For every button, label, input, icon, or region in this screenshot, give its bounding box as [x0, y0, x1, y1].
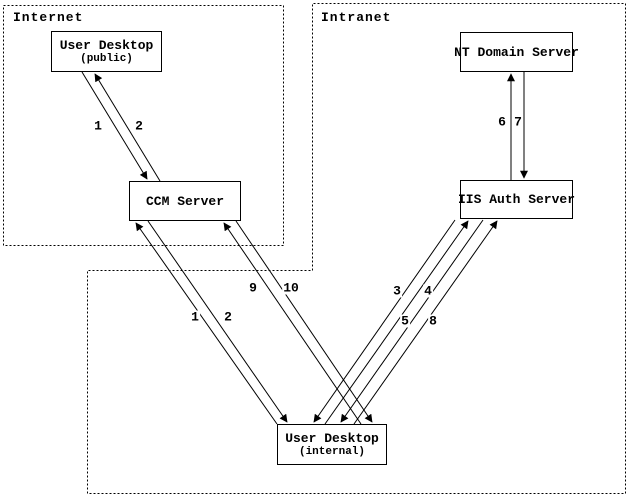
intranet-zone-label: Intranet [321, 10, 392, 25]
flow-label-2-internal: 2 [223, 309, 233, 325]
node-ccm-server: CCM Server [129, 181, 241, 221]
node-title: NT Domain Server [454, 44, 579, 60]
flow-label-8: 8 [428, 313, 438, 329]
node-subtitle: (public) [80, 53, 133, 65]
edge-3-iis-to-internal-desktop [313, 219, 456, 423]
node-title: CCM Server [145, 193, 224, 209]
edge-1-public-desktop-to-ccm [81, 71, 148, 180]
flow-label-5: 5 [400, 313, 410, 329]
flow-label-2-public: 2 [134, 118, 144, 134]
flow-label-9: 9 [248, 280, 258, 296]
edge-1-internal-desktop-to-ccm [135, 222, 278, 425]
node-title: User Desktop [59, 38, 154, 53]
flow-label-4: 4 [423, 283, 433, 299]
node-subtitle: (internal) [298, 446, 365, 458]
edge-10-ccm-to-internal-desktop [235, 220, 373, 423]
flow-label-6: 6 [497, 114, 507, 130]
edge-9-internal-desktop-to-ccm [223, 222, 362, 425]
edge-8-internal-desktop-to-iis [353, 220, 498, 425]
node-nt-domain-server: NT Domain Server [454, 32, 579, 72]
internet-zone-label: Internet [13, 10, 84, 25]
flow-label-1-internal: 1 [190, 309, 200, 325]
node-user-desktop-public: User Desktop (public) [51, 31, 162, 72]
flow-label-1-public: 1 [93, 118, 103, 134]
node-title: IIS Auth Server [457, 192, 576, 207]
intranet-zone-border [87, 3, 626, 494]
internet-zone-border [3, 5, 284, 246]
flow-label-7: 7 [513, 114, 523, 130]
edge-4-internal-desktop-to-iis [324, 220, 469, 425]
flow-label-3: 3 [392, 283, 402, 299]
node-title: User Desktop [285, 431, 379, 446]
edge-5-iis-to-internal-desktop [340, 219, 484, 423]
flow-label-10: 10 [282, 280, 300, 296]
edge-2-ccm-to-internal-desktop [147, 220, 288, 423]
edge-2-ccm-to-public-desktop [94, 73, 161, 182]
node-user-desktop-internal: User Desktop (internal) [277, 424, 387, 465]
node-iis-auth-server: IIS Auth Server [457, 180, 576, 219]
